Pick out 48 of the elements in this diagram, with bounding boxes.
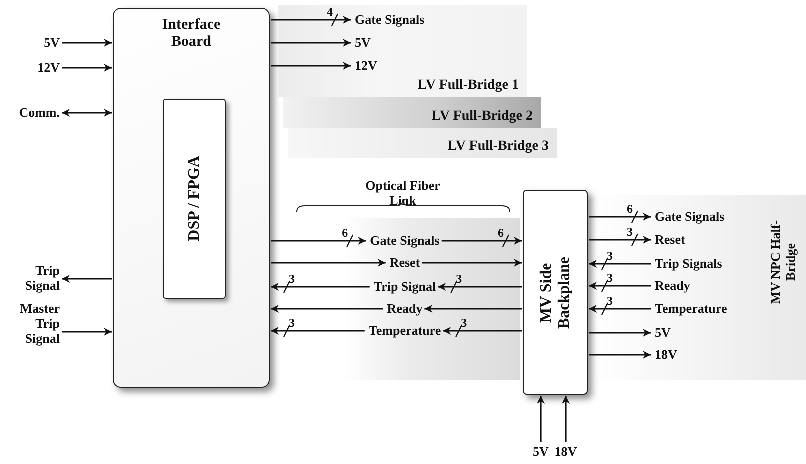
bus-width-label: 6: [498, 226, 504, 240]
signal-label: Comm.: [19, 105, 60, 120]
module-band: [278, 5, 527, 97]
signal-label: Ready: [655, 278, 690, 293]
signal-label: 18V: [554, 444, 578, 459]
link-title: Optical Fiber Link: [364, 178, 442, 208]
signal-label: Trip Signal: [374, 279, 436, 294]
signal-label: 18V: [655, 347, 678, 362]
signal-label: 5V: [355, 35, 371, 50]
signal-label: Reset: [390, 255, 420, 270]
band-title: LV Full-Bridge 1: [418, 78, 519, 93]
signal-label: 5V: [533, 444, 549, 459]
signal-label: Gate Signals: [355, 12, 425, 27]
signal-label: Gate Signals: [655, 209, 725, 224]
box-title: MV Side Backplane: [538, 256, 574, 331]
band-title: MV NPC Half-Bridge: [768, 219, 798, 306]
bus-width-label: 3: [607, 271, 613, 285]
bus-width-label: 3: [289, 316, 295, 330]
signal-label: Trip Signal: [10, 263, 60, 293]
bus-width-label: 3: [627, 225, 633, 239]
band-title: LV Full-Bridge 2: [432, 109, 533, 124]
signal-label: Master Trip Signal: [8, 301, 60, 346]
signal-label: Reset: [655, 232, 686, 247]
bus-width-label: 6: [627, 202, 633, 216]
band-title: LV Full-Bridge 3: [448, 139, 549, 154]
box-title: DSP / FPGA: [186, 156, 204, 242]
signal-label: Gate Signals: [370, 233, 440, 248]
signal-label: 5V: [44, 35, 60, 50]
signal-label: Temperature: [368, 323, 442, 338]
bus-width-label: 3: [607, 294, 613, 308]
signal-label: Temperature: [655, 301, 728, 316]
signal-label: Trip Signals: [655, 256, 722, 271]
module-band: [288, 128, 557, 158]
module-band: [283, 97, 541, 128]
signal-label: Ready: [387, 301, 423, 316]
board-title: Interface Board: [161, 17, 222, 51]
bus-width-label: 3: [289, 272, 295, 286]
signal-label: 12V: [38, 60, 60, 75]
backplane-box: [523, 190, 588, 395]
signal-label: 5V: [655, 325, 671, 340]
bus-width-label: 3: [607, 249, 613, 263]
bus-width-label: 3: [461, 316, 468, 330]
bus-width-label: 3: [456, 272, 462, 286]
signal-label: 12V: [355, 58, 378, 73]
processor-box: [163, 99, 226, 299]
board-box: [113, 8, 270, 388]
bus-width-label: 6: [342, 226, 348, 240]
bus-width-label: 4: [327, 5, 333, 19]
